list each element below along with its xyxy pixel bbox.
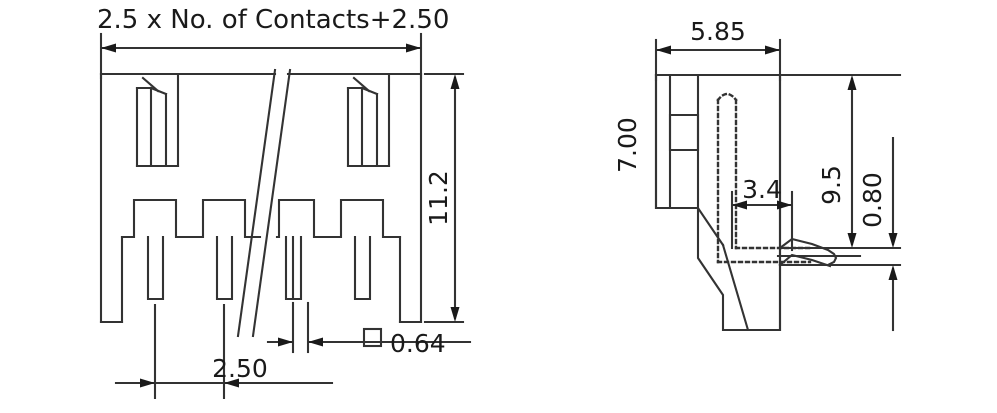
pin-4 <box>353 235 372 301</box>
arrow-95-top <box>847 75 857 90</box>
break-line-a <box>236 68 277 338</box>
arrow-585-right <box>765 45 780 55</box>
dim-label-body-height: 7.00 <box>613 117 642 173</box>
arrow-right <box>406 43 421 53</box>
side-view-graphics: 5.85 7.00 3.4 9.5 0.80 <box>613 17 902 332</box>
pin-1 <box>146 235 165 301</box>
dim-label-tail-length: 3.4 <box>742 175 782 204</box>
square-symbol-icon <box>362 327 383 348</box>
arrow-064-left <box>278 337 293 347</box>
arrow-34-left <box>732 200 747 210</box>
arrow-11-2-top <box>450 74 460 89</box>
hidden-contact-outline <box>716 92 812 264</box>
latch-left-leader <box>141 76 160 93</box>
dim-label-pitch: 2.50 <box>212 354 268 383</box>
front-view-graphics: 2.5 x No. of Contacts+2.50 11.2 2.50 0.6… <box>97 5 472 400</box>
side-body-left-profile <box>654 73 725 247</box>
arrow-080-bottom <box>888 265 898 280</box>
dim-label-overall-height: 9.5 <box>817 165 846 205</box>
arrow-34-right <box>777 200 792 210</box>
arrow-pitch-right <box>224 378 239 388</box>
contact-block-row-right <box>275 198 402 239</box>
contact-block-row-left <box>120 198 262 239</box>
dim-label-body-width: 5.85 <box>690 17 746 46</box>
arrow-pitch-left <box>140 378 155 388</box>
dim-label-height: 11.2 <box>424 170 453 226</box>
arrow-95-bottom <box>847 233 857 248</box>
arrow-left <box>101 43 116 53</box>
dim-label-width-formula: 2.5 x No. of Contacts+2.50 <box>97 5 449 35</box>
dim-label-pin-section: 0.64 <box>390 329 446 358</box>
dim-label-contact-thickness: 0.80 <box>858 172 887 228</box>
pin-2 <box>215 235 234 301</box>
contact-tail-lower-fold <box>778 253 832 268</box>
arrow-11-2-bottom <box>450 307 460 322</box>
arrow-585-left <box>656 45 671 55</box>
side-body-top-slot <box>668 73 700 152</box>
break-line-b <box>251 68 292 338</box>
latch-right-leader <box>352 76 371 93</box>
arrow-064-right <box>308 337 323 347</box>
arrow-080-top <box>888 233 898 248</box>
